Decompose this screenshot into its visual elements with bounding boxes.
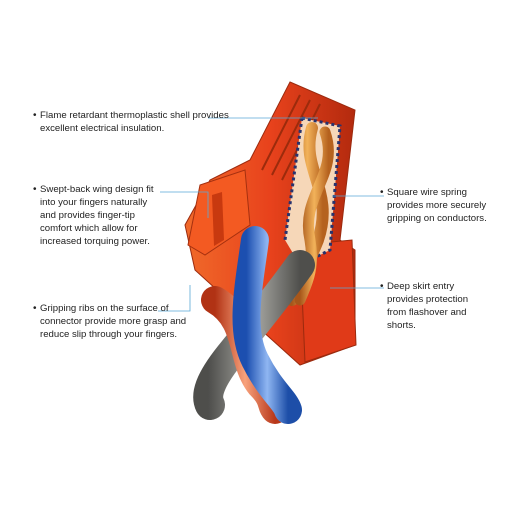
insulated-wires <box>193 226 315 424</box>
callout-text: Gripping ribs on the surface of connecto… <box>40 303 187 340</box>
callout-text: Deep skirt entry provides protection fro… <box>387 281 469 331</box>
callout-flame-retardant-shell: • Flame retardant thermoplastic shell pr… <box>33 110 229 134</box>
blue-wire <box>232 226 302 424</box>
callout-text: Flame retardant thermoplastic shell prov… <box>40 110 229 134</box>
callout-deep-skirt-entry: • Deep skirt entry provides protection f… <box>380 281 469 331</box>
callout-text: Swept-back wing design fit into your fin… <box>40 184 154 247</box>
callout-lines <box>158 117 384 312</box>
callout-square-wire-spring: • Square wire spring provides more secur… <box>380 187 487 224</box>
callout-swept-back-wing: • Swept-back wing design fit into your f… <box>33 184 154 247</box>
callout-text: Square wire spring provides more securel… <box>387 187 487 224</box>
callout-gripping-ribs: • Gripping ribs on the surface of connec… <box>33 303 187 340</box>
